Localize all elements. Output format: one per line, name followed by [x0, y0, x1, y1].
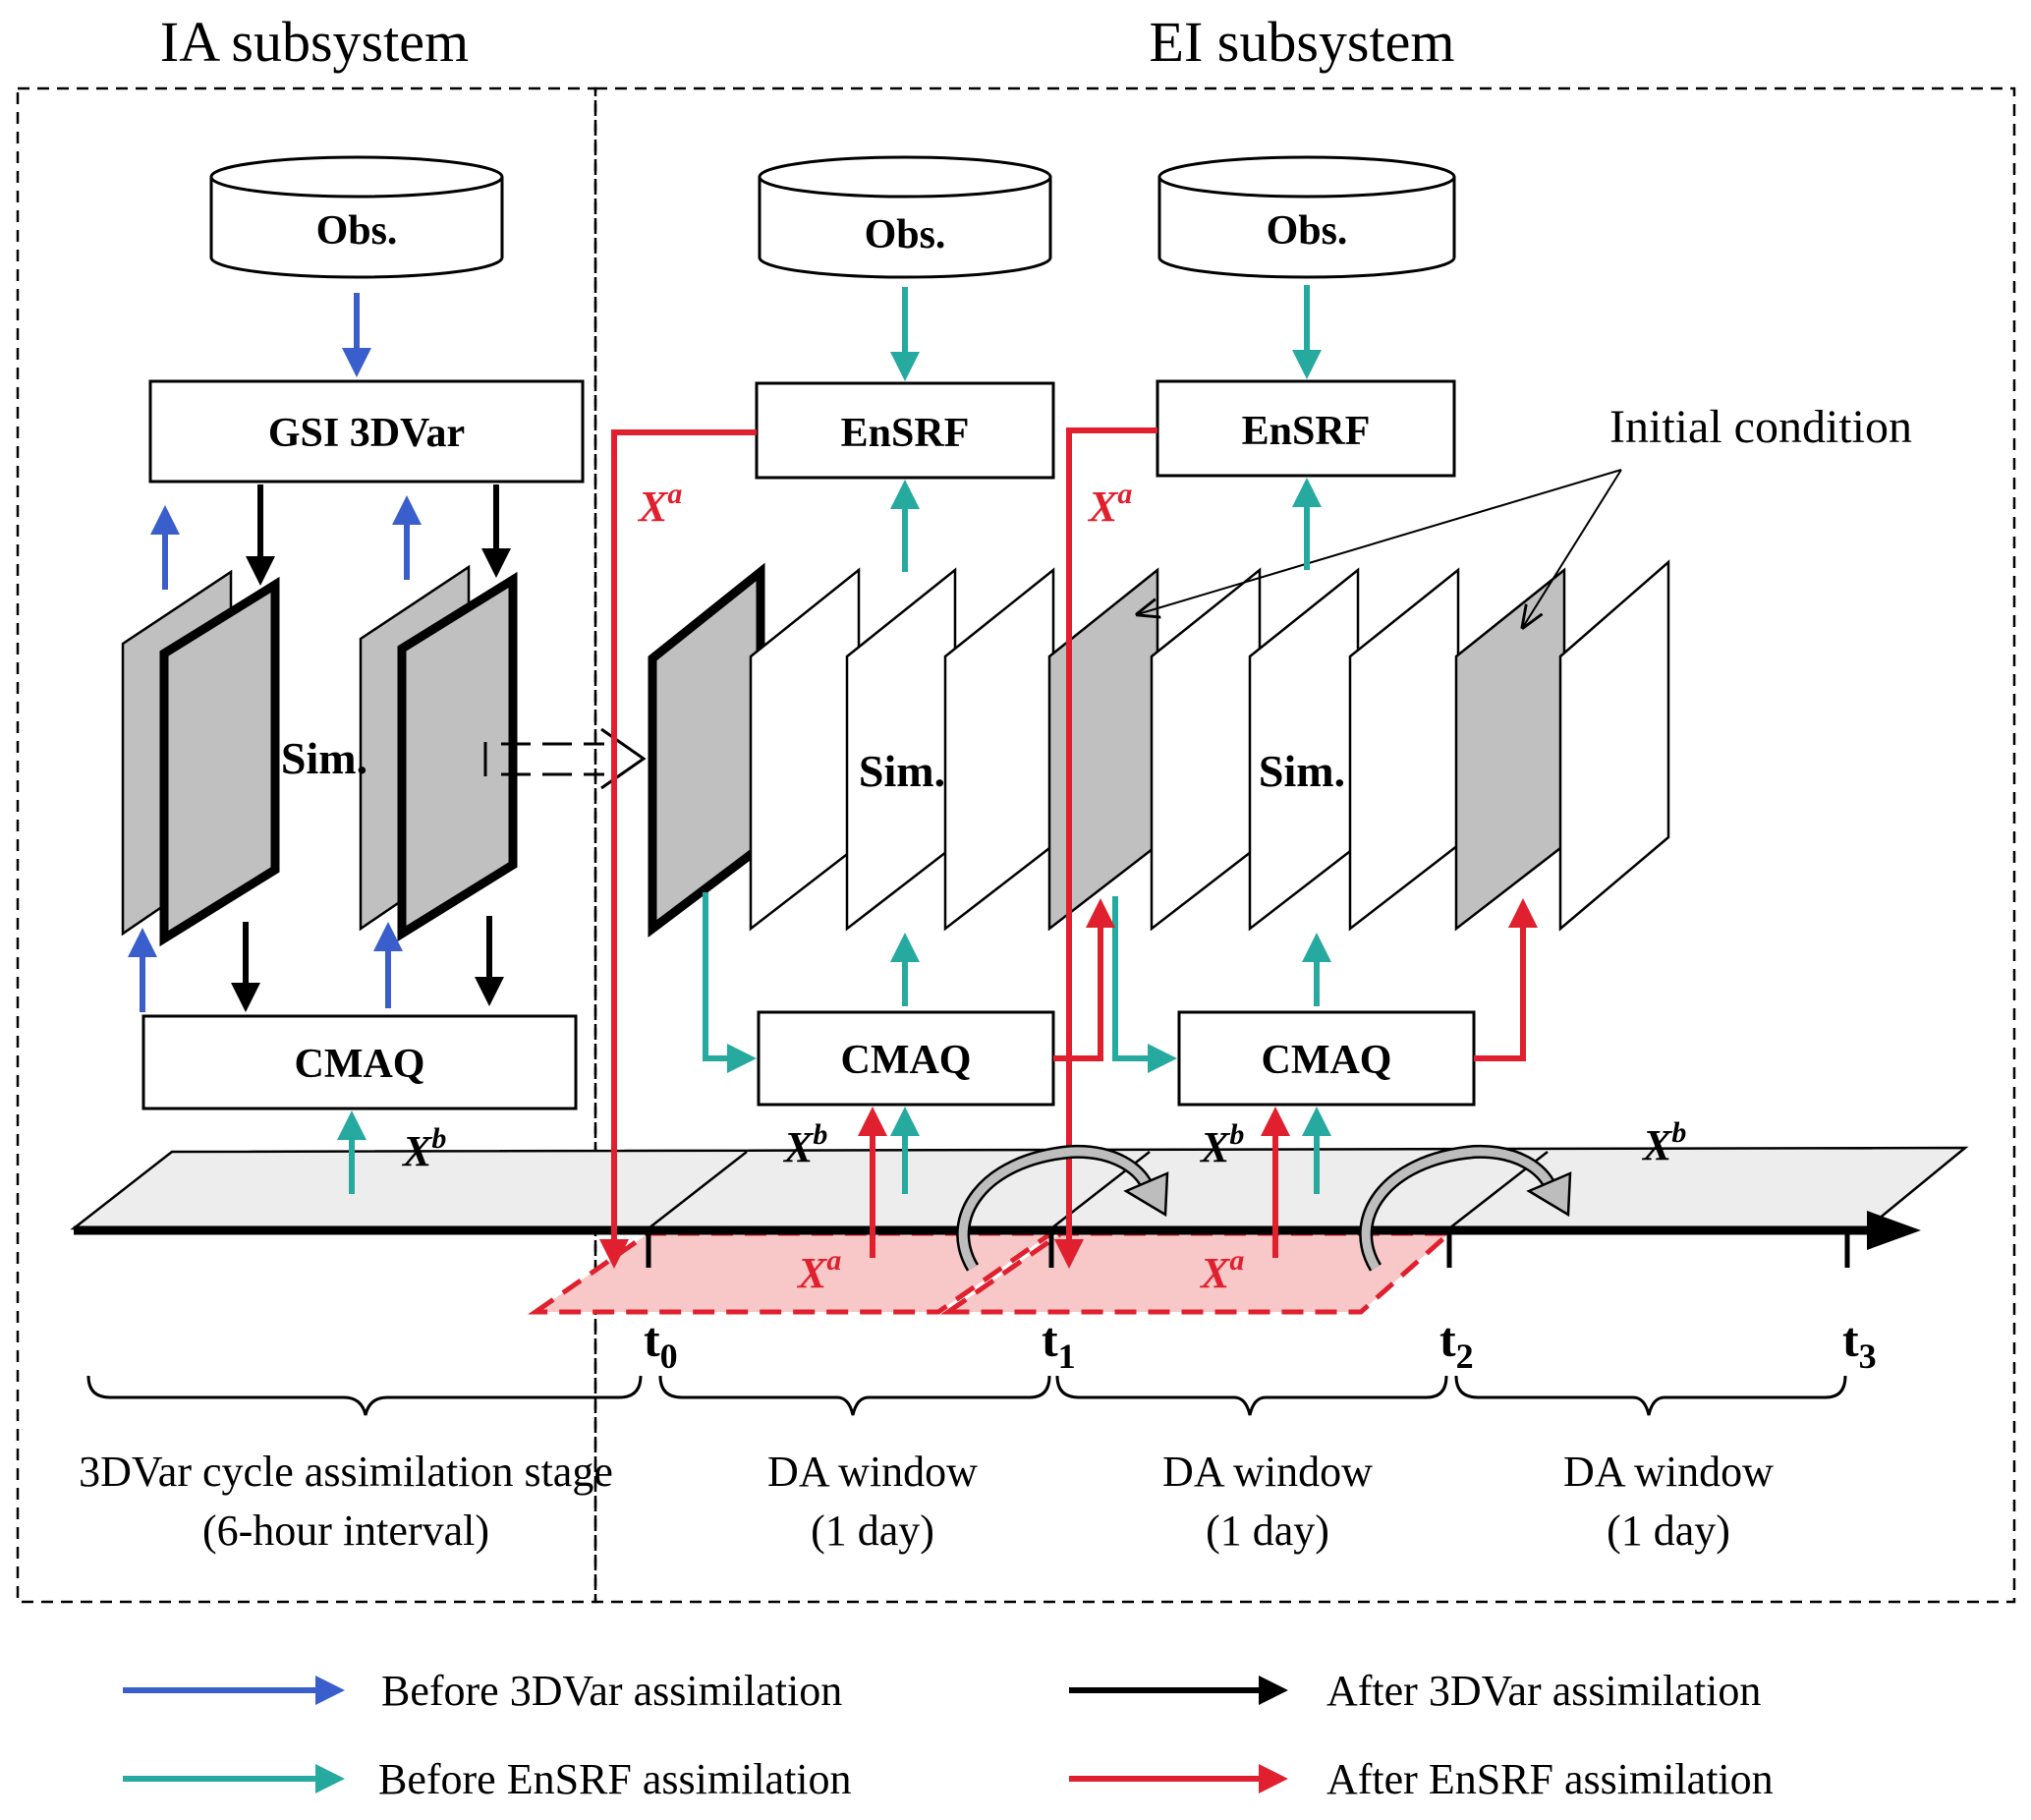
legend-label-before-ensrf: Before EnSRF assimilation [378, 1755, 852, 1803]
sim-panel-ia-front-2 [397, 571, 518, 942]
sim-label-ei-1: Sim. [859, 746, 945, 796]
stage-label-da-2-duration: (1 day) [1206, 1507, 1329, 1555]
gsi-3dvar-label: GSI 3DVar [268, 411, 465, 456]
cmaq-label: CMAQ [1262, 1038, 1392, 1083]
ia-subsystem-title: IA subsystem [160, 10, 469, 74]
brace-da-2 [1055, 1375, 1448, 1416]
stage-label-da-1-duration: (1 day) [811, 1507, 934, 1555]
ensrf-box-2 [1156, 379, 1456, 478]
xb-label: Xb [782, 1118, 827, 1171]
ia-subsystem-frame [16, 86, 597, 1604]
obs-label: Obs. [865, 212, 946, 257]
time-axis-arrowhead [1867, 1211, 1921, 1250]
obs-database-ei-2: Obs. [1157, 155, 1456, 279]
sim-label-ei-2: Sim. [1259, 746, 1345, 796]
xa-label: Xa [637, 478, 682, 531]
ensrf-box-1 [755, 381, 1055, 480]
red-arrow-cmaq-to-initial [1474, 898, 1538, 1061]
xa-label: Xa [796, 1244, 841, 1297]
red-arrow-cmaq-to-initial [1053, 898, 1115, 1061]
tick-label-t3: t3 [1842, 1312, 1877, 1376]
initial-condition-label: Initial condition [1609, 401, 1912, 453]
tick-label-t1: t1 [1042, 1312, 1076, 1376]
obs-label: Obs. [316, 208, 398, 254]
sim-panel-ia-front-1 [159, 576, 280, 947]
tick-label-t2: t2 [1439, 1312, 1474, 1376]
cmaq-box-ia [141, 1014, 578, 1110]
plane-divider [648, 1151, 748, 1229]
red-arrow-ensrf-analysis [599, 429, 757, 1269]
sim-panel-ei [1558, 559, 1670, 932]
obs-database-ei-1: Obs. [758, 155, 1052, 279]
brace-da-1 [658, 1375, 1051, 1416]
stage-label-3dvar: 3DVar cycle assimilation stage [79, 1448, 613, 1496]
cmaq-box-ei-1 [757, 1010, 1055, 1107]
legend-label-after-ensrf: After EnSRF assimilation [1326, 1755, 1774, 1803]
red-arrow-ensrf-analysis [1054, 427, 1157, 1269]
xb-label: Xb [401, 1122, 446, 1175]
sim-panel-ei [749, 567, 861, 932]
stage-label-da-2: DA window [1162, 1448, 1373, 1496]
brace-3dvar [86, 1375, 643, 1416]
xa-label: Xa [1199, 1244, 1244, 1297]
tick-label-t0: t0 [644, 1312, 678, 1376]
sim-label-ia: Sim. [281, 733, 367, 783]
initial-condition-pointer [1138, 469, 1622, 614]
xa-label: Xa [1087, 478, 1132, 531]
ensrf-label: EnSRF [841, 411, 970, 456]
cmaq-box-ei-2 [1177, 1010, 1476, 1107]
obs-label: Obs. [1267, 208, 1348, 254]
ensrf-label: EnSRF [1242, 409, 1371, 454]
teal-arrow-sim-to-cmaq [1112, 896, 1177, 1073]
sim-panel-ei [1348, 567, 1460, 932]
cycle-curved-arrow [1359, 1144, 1572, 1272]
stage-label-da-1: DA window [767, 1448, 978, 1496]
stage-label-da-3: DA window [1563, 1448, 1774, 1496]
cmaq-label: CMAQ [841, 1038, 972, 1083]
teal-arrow-sim-to-cmaq [703, 892, 757, 1073]
gsi-3dvar-box [148, 379, 585, 483]
stage-label-3dvar-interval: (6-hour interval) [202, 1507, 489, 1555]
sim-panel-ei-initial-2 [1047, 567, 1159, 932]
legend: Before 3DVar assimilation After 3DVar as… [123, 1667, 1774, 1803]
ei-subsystem-frame [593, 86, 2016, 1604]
initial-condition-pointer [1523, 469, 1622, 627]
brace-da-3 [1454, 1375, 1847, 1416]
legend-label-before-3dvar: Before 3DVar assimilation [381, 1667, 842, 1715]
xb-label: Xb [1199, 1118, 1244, 1171]
obs-database-ia: Obs. [209, 155, 504, 279]
sim-panel-ei [1150, 567, 1262, 932]
stage-label-da-3-duration: (1 day) [1607, 1507, 1730, 1555]
cmaq-label: CMAQ [295, 1042, 425, 1087]
sim-panel-ei-initial-1 [648, 562, 765, 938]
xb-label: Xb [1641, 1116, 1686, 1169]
legend-label-after-3dvar: After 3DVar assimilation [1326, 1667, 1761, 1715]
sim-panel-ei-initial-3 [1454, 567, 1566, 932]
ei-subsystem-title: EI subsystem [1150, 10, 1455, 74]
cycle-curved-arrow [956, 1144, 1169, 1272]
sim-panel-ei [943, 567, 1055, 932]
